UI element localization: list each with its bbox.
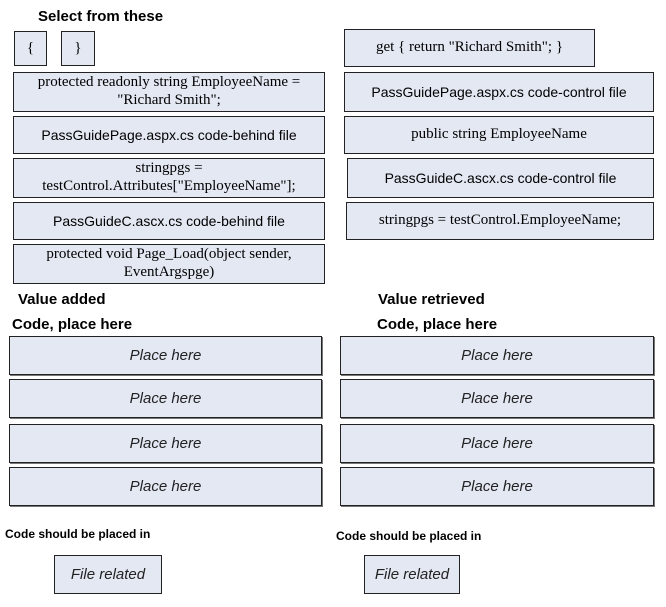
left-drop-zone[interactable]: Place here	[9, 467, 322, 506]
left-drop-zone[interactable]: Place here	[9, 336, 322, 375]
page-codecontrol-option[interactable]: PassGuidePage.aspx.cs code-control file	[344, 72, 654, 112]
code-place-left-heading: Code, place here	[12, 316, 133, 333]
string-attributes-option[interactable]: stringpgs = testControl.Attributes["Empl…	[13, 158, 325, 198]
file-location-right-label: Code should be placed in	[336, 529, 482, 543]
value-added-heading: Value added	[18, 291, 106, 308]
page-load-option[interactable]: protected void Page_Load(object sender, …	[13, 244, 325, 284]
right-drop-zone[interactable]: Place here	[340, 424, 654, 463]
get-return-option[interactable]: get { return "Richard Smith"; }	[344, 29, 595, 67]
value-retrieved-heading: Value retrieved	[378, 291, 485, 308]
code-place-right-heading: Code, place here	[377, 316, 498, 333]
close-brace-option[interactable]: }	[61, 31, 95, 66]
string-employee-option[interactable]: stringpgs = testControl.EmployeeName;	[346, 202, 654, 240]
left-file-drop-zone[interactable]: File related	[54, 555, 162, 594]
file-location-left-label: Code should be placed in	[5, 527, 151, 541]
readonly-employee-option[interactable]: protected readonly string EmployeeName =…	[13, 72, 325, 112]
public-employee-option[interactable]: public string EmployeeName	[344, 116, 654, 154]
right-drop-zone[interactable]: Place here	[340, 467, 654, 506]
select-heading: Select from these	[38, 8, 164, 25]
control-codebehind-option[interactable]: PassGuideC.ascx.cs code-behind file	[13, 202, 325, 240]
right-drop-zone[interactable]: Place here	[340, 379, 654, 418]
left-drop-zone[interactable]: Place here	[9, 379, 322, 418]
control-codecontrol-option[interactable]: PassGuideC.ascx.cs code-control file	[347, 158, 654, 198]
open-brace-option[interactable]: {	[14, 31, 47, 66]
page-codebehind-option[interactable]: PassGuidePage.aspx.cs code-behind file	[13, 116, 325, 154]
right-drop-zone[interactable]: Place here	[340, 336, 654, 375]
right-file-drop-zone[interactable]: File related	[364, 555, 460, 594]
left-drop-zone[interactable]: Place here	[9, 424, 322, 463]
